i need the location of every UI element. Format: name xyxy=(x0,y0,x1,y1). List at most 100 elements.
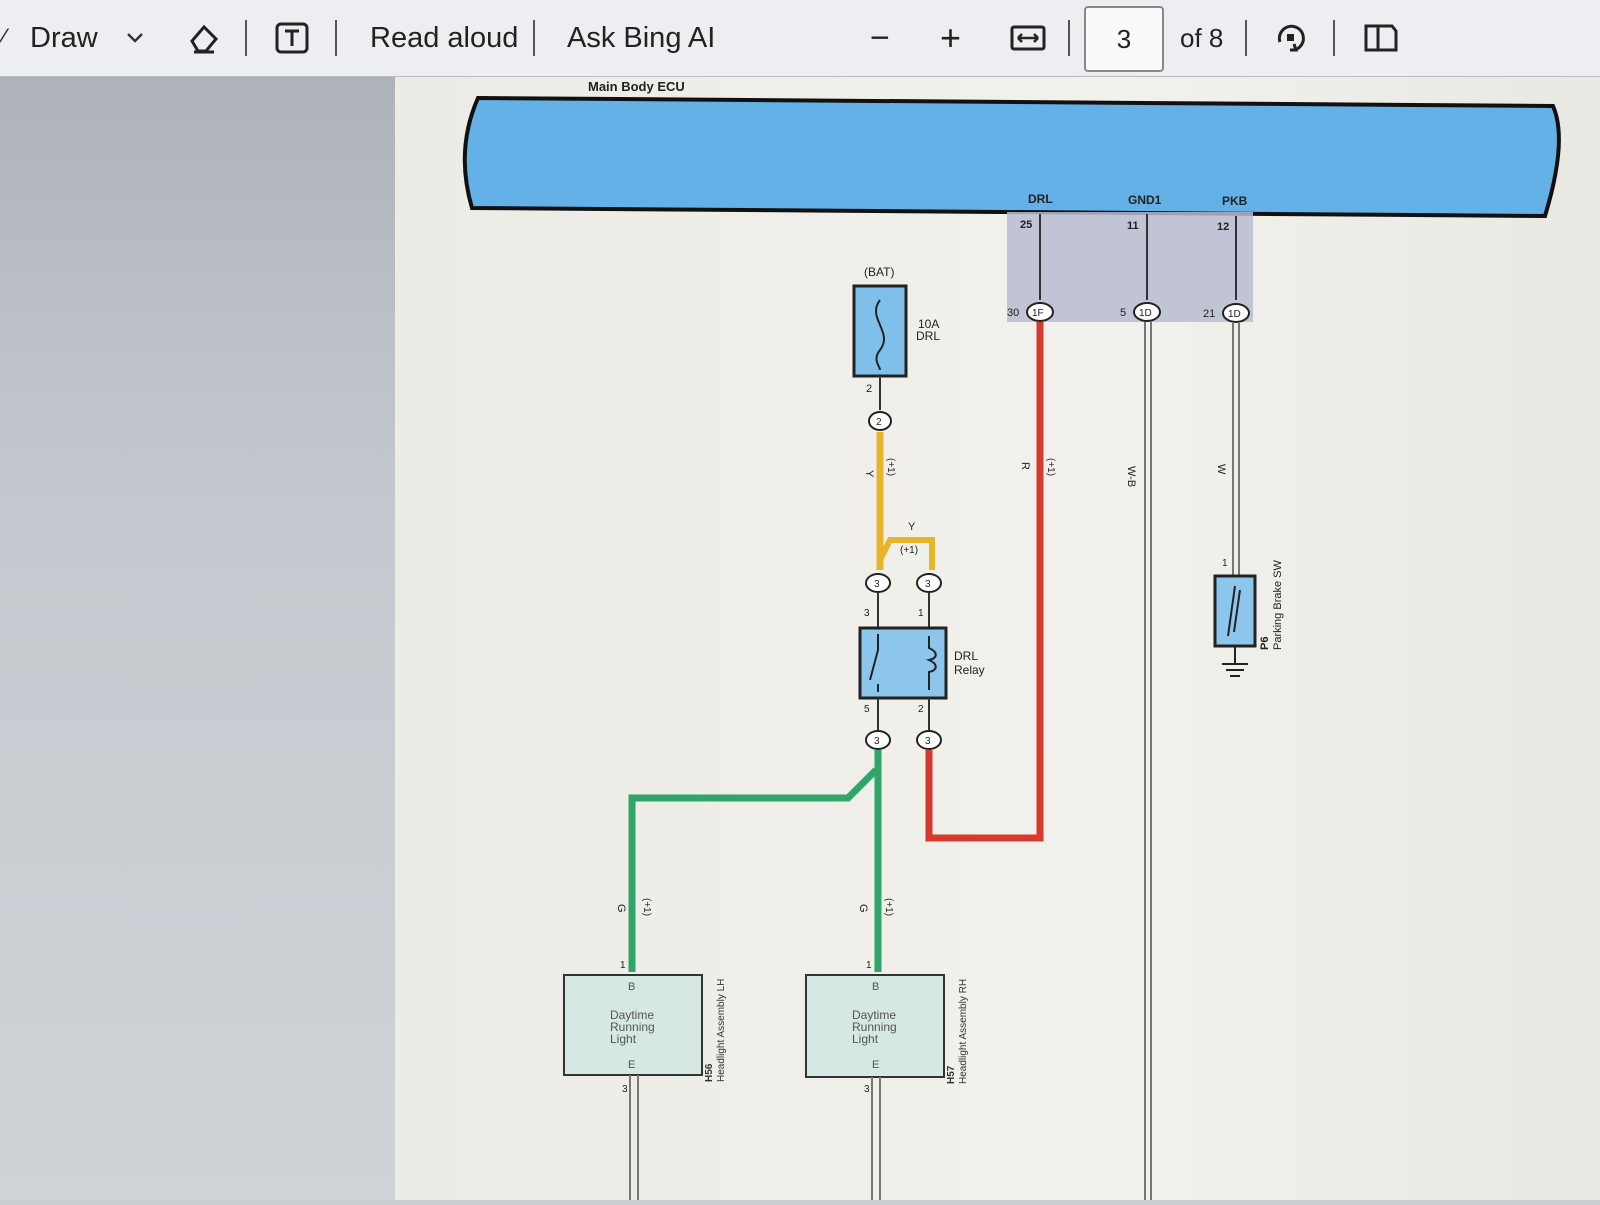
green-wire-lh xyxy=(628,767,879,972)
wire-code: Y xyxy=(908,521,916,533)
relay-pin: 3 xyxy=(864,608,870,619)
document-page[interactable]: Main Body ECU DRL GND1 PKB 25 11 12 30 1… xyxy=(395,77,1600,1200)
ecu-pin-number: 25 xyxy=(1020,219,1032,231)
lamp-pin: 1 xyxy=(620,960,626,971)
wiring-diagram: Main Body ECU DRL GND1 PKB 25 11 12 30 1… xyxy=(462,79,1561,1200)
lamp-label: Light xyxy=(610,1032,637,1046)
pkb-id: P6 xyxy=(1259,637,1271,650)
pkb-wire xyxy=(1232,322,1240,576)
toolbar-divider xyxy=(245,20,247,56)
lamp-id: H56 xyxy=(704,1063,715,1082)
wire-note: (+1) xyxy=(641,898,652,916)
chevron-down-icon[interactable] xyxy=(120,0,150,76)
connector-id: 1D xyxy=(1139,308,1152,319)
wire-note: (+1) xyxy=(885,458,896,476)
lamp-name: Headlight Assembly RH xyxy=(958,979,969,1084)
toolbar-divider xyxy=(1068,20,1070,56)
relay-coil-symbol xyxy=(925,636,937,690)
toolbar-divider xyxy=(335,20,337,56)
yellow-wire-branch xyxy=(877,537,935,570)
lamp-label: Light xyxy=(852,1032,879,1046)
lamp-ground-wire xyxy=(871,1077,881,1200)
ecu-pin-name: GND1 xyxy=(1128,193,1162,207)
lamp-label: Running xyxy=(852,1020,897,1034)
wire-code: G xyxy=(615,904,627,913)
lamp-terminal: B xyxy=(872,981,879,993)
minus-icon: − xyxy=(870,18,890,57)
connector-id: 1F xyxy=(1032,308,1044,319)
fuse-symbol xyxy=(874,299,886,371)
lamp-pin: 3 xyxy=(864,1084,870,1095)
pkb-name: Parking Brake SW xyxy=(1272,560,1284,650)
ecu-pin-number: 11 xyxy=(1127,220,1139,232)
plus-icon: + xyxy=(940,17,962,58)
text-box-icon[interactable] xyxy=(272,0,312,76)
fuse-conn: 2 xyxy=(876,417,882,428)
ecu-pin-name: DRL xyxy=(1028,192,1053,206)
relay-pin: 2 xyxy=(918,704,924,715)
fuse-rating: 10A xyxy=(918,317,939,331)
pdf-toolbar: ⁄ Draw Read aloud Ask Bing AI − + 3 of 8 xyxy=(0,0,1600,77)
lamp-terminal: E xyxy=(628,1059,635,1071)
toolbar-divider xyxy=(533,20,535,56)
zoom-out-button[interactable]: − xyxy=(870,0,890,76)
connector-pin: 30 xyxy=(1007,307,1019,319)
relay-conn: 3 xyxy=(874,736,880,747)
zoom-in-button[interactable]: + xyxy=(940,0,961,76)
wire-code: W xyxy=(1215,464,1227,475)
side-pane xyxy=(0,77,395,1200)
connector-id: 1D xyxy=(1228,309,1241,320)
relay-leads xyxy=(877,592,930,628)
lamp-label: Daytime xyxy=(852,1008,896,1022)
fuse-name: DRL xyxy=(916,329,940,343)
drl-lamp-rh xyxy=(805,974,945,1078)
page-total-label: of 8 xyxy=(1180,22,1224,53)
connector-oval xyxy=(868,411,892,431)
lamp-ground-wire xyxy=(629,1075,639,1200)
fit-width-icon[interactable] xyxy=(1008,0,1048,76)
relay-conn: 3 xyxy=(925,736,931,747)
lamp-label: Daytime xyxy=(610,1008,654,1022)
draw-label: Draw xyxy=(30,21,98,54)
relay-switch-symbol xyxy=(869,634,879,692)
page-number-input[interactable]: 3 xyxy=(1084,6,1164,72)
connector-oval xyxy=(865,730,891,750)
lamp-pin: 3 xyxy=(622,1084,628,1095)
eraser-icon[interactable] xyxy=(183,0,223,76)
lamp-terminal: E xyxy=(872,1059,879,1071)
read-aloud-label: Read aloud xyxy=(370,21,519,54)
lamp-id: H57 xyxy=(946,1065,957,1084)
wire-code: R xyxy=(1019,462,1031,470)
fuse-box xyxy=(852,284,908,378)
relay-label-2: Relay xyxy=(954,663,985,677)
relay-leads xyxy=(877,698,930,730)
connector-pin: 5 xyxy=(1120,307,1126,319)
relay-conn: 3 xyxy=(874,579,880,590)
toolbar-divider xyxy=(1245,20,1247,56)
lamp-label: Running xyxy=(610,1020,655,1034)
switch-symbol xyxy=(1227,585,1241,637)
ecu-label: Main Body ECU xyxy=(588,79,685,94)
draw-button[interactable]: ⁄ Draw xyxy=(0,0,98,76)
wire-note: (+1) xyxy=(900,545,918,556)
connector-block xyxy=(1007,212,1253,322)
wire-code: G xyxy=(857,904,869,913)
pkb-pin: 1 xyxy=(1222,558,1228,569)
relay-conn: 3 xyxy=(925,579,931,590)
relay-label-1: DRL xyxy=(954,649,978,663)
ask-bing-label: Ask Bing AI xyxy=(567,21,716,54)
page-view-icon[interactable] xyxy=(1360,0,1400,76)
fuse-source: (BAT) xyxy=(864,265,894,279)
relay-pin: 5 xyxy=(864,704,870,715)
connector-oval xyxy=(1026,302,1054,322)
lamp-pin: 1 xyxy=(866,960,872,971)
connector-oval xyxy=(1222,303,1250,323)
lamp-terminal: B xyxy=(628,981,635,993)
read-aloud-button[interactable]: Read aloud xyxy=(370,0,518,76)
fuse-pin: 2 xyxy=(866,383,872,395)
ecu-pin-name: PKB xyxy=(1222,194,1248,208)
ecu-body xyxy=(462,95,1561,219)
rotate-icon[interactable] xyxy=(1270,0,1310,76)
ask-bing-button[interactable]: Ask Bing AI xyxy=(567,0,715,76)
connector-oval xyxy=(916,730,942,750)
